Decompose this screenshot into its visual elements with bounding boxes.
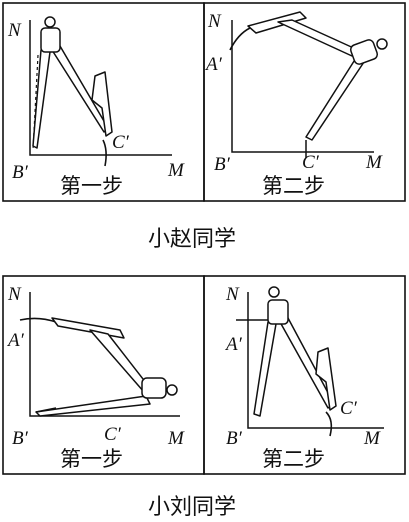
label-m: M	[167, 428, 185, 449]
liu-step1-panel: N A′ B′ C′ M 第一步	[6, 284, 185, 471]
compass-needle-leg	[35, 395, 151, 417]
compass-pencil-holder	[91, 71, 113, 137]
label-b: B′	[12, 162, 29, 183]
liu-step2-caption: 第二步	[262, 447, 325, 471]
drawn-arc	[325, 411, 333, 437]
needle-tip	[35, 407, 57, 413]
angle-sides	[231, 20, 374, 153]
label-m: M	[363, 428, 381, 449]
zhao-step2-frame	[203, 2, 406, 202]
zhao-caption: 小赵同学	[148, 227, 236, 252]
liu-step1-caption: 第一步	[60, 447, 123, 471]
compass-pencil-holder	[89, 329, 151, 393]
compass-hinge	[267, 299, 289, 325]
label-m: M	[365, 152, 383, 173]
compass-pencil-holder	[277, 19, 359, 57]
compass-hinge	[40, 27, 61, 53]
zhao-step1-panel: N B′ C′ M 第一步	[7, 16, 185, 198]
compass-needle-leg	[305, 57, 365, 141]
angle-sides	[29, 292, 180, 417]
compass-needle-leg	[253, 321, 277, 417]
compass-hinge	[349, 39, 379, 65]
label-b: B′	[214, 154, 231, 175]
compass-handle	[166, 384, 178, 396]
label-c: C′	[112, 132, 130, 153]
compass-pencil-leg	[51, 317, 125, 339]
label-n: N	[225, 284, 240, 305]
zhao-step2-caption: 第二步	[262, 174, 325, 198]
label-c: C′	[104, 424, 122, 445]
label-c: C′	[340, 398, 358, 419]
drawn-arc	[102, 139, 107, 167]
compass-handle	[44, 16, 56, 28]
compass-pencil-leg	[247, 11, 307, 34]
label-c: C′	[302, 152, 320, 173]
compass-pencil-holder	[315, 347, 337, 411]
label-n: N	[7, 284, 22, 305]
label-a: A′	[224, 334, 243, 355]
liu-step2-frame	[203, 275, 406, 475]
compass-hinge	[141, 377, 167, 399]
compass-handle	[268, 286, 280, 298]
compass-handle	[376, 38, 388, 50]
label-b: B′	[226, 428, 243, 449]
liu-figure: N A′ B′ C′ M 第一步 N A′ B′ C′ M 第二步 小刘同学	[2, 275, 406, 520]
label-n: N	[7, 20, 22, 41]
drawn-arc	[229, 27, 251, 51]
angle-sides	[247, 292, 384, 429]
label-n: N	[207, 11, 222, 32]
label-a: A′	[204, 54, 223, 75]
zhao-step2-panel: N A′ B′ C′ M 第二步	[204, 11, 388, 198]
liu-caption: 小刘同学	[148, 495, 236, 520]
label-b: B′	[12, 428, 29, 449]
angle-sides	[29, 20, 172, 156]
zhao-figure: N B′ C′ M 第一步 N A′ B′ C′ M 第二步 小赵同学	[2, 2, 406, 252]
zhao-step1-caption: 第一步	[60, 174, 123, 198]
drawn-arc	[19, 317, 57, 323]
liu-step2-panel: N A′ B′ C′ M 第二步	[224, 284, 384, 471]
label-a: A′	[6, 330, 25, 351]
label-m: M	[167, 160, 185, 181]
